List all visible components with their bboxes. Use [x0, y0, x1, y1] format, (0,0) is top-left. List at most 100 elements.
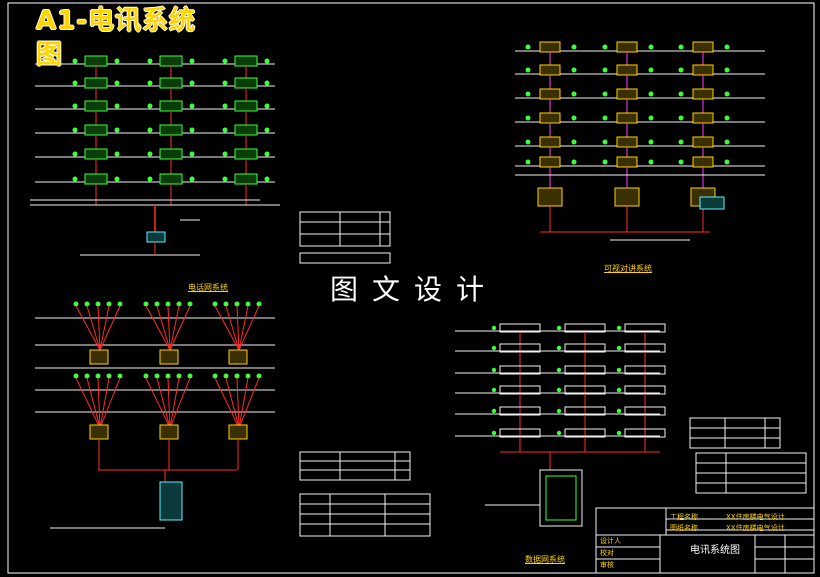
outlet-symbol [234, 373, 240, 379]
amplifier-box [692, 112, 714, 124]
outlet-symbol [72, 127, 78, 133]
device-box [84, 148, 108, 160]
outlet-symbol [571, 44, 577, 50]
amplifier-box [616, 112, 638, 124]
outlet-symbol [491, 408, 497, 414]
outlet-symbol [222, 176, 228, 182]
outlet-symbol [571, 67, 577, 73]
outlet-symbol [491, 387, 497, 393]
outlet-symbol [245, 373, 251, 379]
fan-wire [169, 305, 180, 351]
outlet-symbol [602, 159, 608, 165]
floor-box [228, 349, 248, 365]
outlet-symbol [571, 115, 577, 121]
outlet-symbol [147, 58, 153, 64]
fan-wire [225, 305, 240, 351]
outlet-symbol [678, 44, 684, 50]
title-block-project-value: XX住房楼电气设计 [726, 513, 785, 521]
outlet-symbol [73, 373, 79, 379]
outlet-symbol [114, 176, 120, 182]
fan-wire [97, 377, 101, 429]
amplifier-box [539, 136, 561, 148]
outlet-symbol [212, 373, 218, 379]
floor-box [228, 424, 248, 440]
outlet-symbol [525, 67, 531, 73]
device-box [234, 124, 258, 136]
outlet-symbol [556, 367, 562, 373]
fan-wire [167, 377, 171, 429]
outlet-symbol [256, 373, 262, 379]
amplifier-box [616, 136, 638, 148]
outlet-symbol [264, 127, 270, 133]
outlet-symbol [602, 115, 608, 121]
device-box [159, 55, 183, 67]
cable-table-4 [689, 417, 781, 449]
outlet-symbol [648, 67, 654, 73]
fan-wire [169, 305, 191, 351]
drawing-frame [7, 2, 815, 574]
outlet-symbol [234, 301, 240, 307]
outlet-symbol [143, 373, 149, 379]
device-box [159, 124, 183, 136]
outlet-symbol [106, 373, 112, 379]
device-box [84, 55, 108, 67]
outlet-symbol [602, 139, 608, 145]
outlet-symbol [525, 139, 531, 145]
title-block-row-checker: 校对 [600, 549, 614, 557]
amplifier-box [616, 88, 638, 100]
device-box [234, 55, 258, 67]
subtitle-broadband-system: 数据网系统 [525, 555, 565, 564]
outlet-symbol [222, 151, 228, 157]
outlet-symbol [602, 44, 608, 50]
title-block-row-designer: 设计人 [600, 537, 621, 545]
outlet-symbol [165, 301, 171, 307]
device-box [84, 173, 108, 185]
outlet-symbol [616, 408, 622, 414]
outlet-symbol [678, 139, 684, 145]
fan-wire [236, 377, 240, 429]
headend-box [699, 196, 725, 210]
outlet-symbol [616, 387, 622, 393]
outlet-symbol [648, 44, 654, 50]
outlet-symbol [222, 103, 228, 109]
amplifier-box [539, 156, 561, 168]
outlet-symbol [648, 139, 654, 145]
outlet-symbol [143, 301, 149, 307]
title-block-project-label: 工程名称 [670, 513, 698, 521]
outlet-symbol [678, 159, 684, 165]
fan-wire [99, 377, 121, 429]
subtitle-phone-system: 电话网系统 [188, 283, 228, 292]
cable-table-3 [299, 493, 431, 537]
fan-wire [225, 377, 240, 429]
outlet-symbol [616, 430, 622, 436]
outlet-symbol [147, 176, 153, 182]
device-box [234, 100, 258, 112]
outlet-symbol [571, 91, 577, 97]
amplifier-box [692, 41, 714, 53]
device-box [234, 173, 258, 185]
outlet-symbol [556, 345, 562, 351]
outlet-symbol [222, 58, 228, 64]
amplifier-box [692, 64, 714, 76]
outlet-symbol [264, 80, 270, 86]
amplifier-box [692, 88, 714, 100]
outlet-symbol [73, 301, 79, 307]
outlet-symbol [72, 103, 78, 109]
title-block-drawing-label: 图纸名称 [670, 524, 698, 532]
outlet-symbol [264, 58, 270, 64]
drawing-title: A1-电讯系统图 [36, 6, 197, 70]
device-box [159, 100, 183, 112]
outlet-symbol [189, 151, 195, 157]
fan-wire [238, 377, 260, 429]
outlet-symbol [189, 176, 195, 182]
title-block [595, 507, 815, 574]
fan-wire [97, 305, 101, 351]
device-box [84, 100, 108, 112]
outlet-symbol [602, 67, 608, 73]
fan-wire [75, 305, 101, 351]
fan-wire [145, 377, 171, 429]
outlet-symbol [724, 67, 730, 73]
device-box [84, 77, 108, 89]
broadband-cabinet [539, 469, 583, 527]
